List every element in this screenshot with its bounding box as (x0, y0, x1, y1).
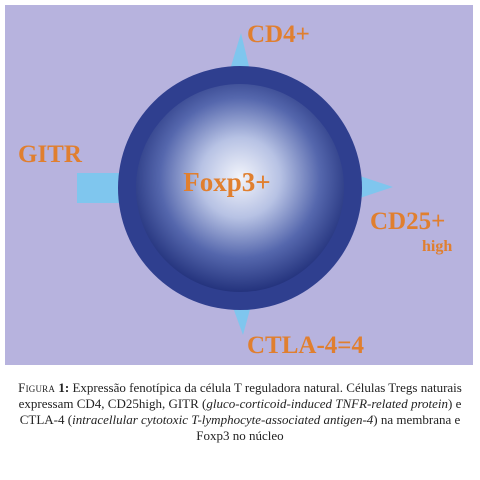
cd25-label: CD25+ (370, 208, 445, 235)
gitr-label: GITR (18, 141, 83, 168)
figure-caption: Figura 1: Expressão fenotípica da célula… (14, 380, 466, 444)
caption-italic-2: intracellular cytotoxic T-lymphocyte-ass… (72, 412, 374, 427)
caption-text-1: Expressão fenotípica da célula T regulad… (18, 380, 462, 411)
figure-panel: Foxp3+ CD4+ GITR CD25+ high CTLA-4=4 (5, 5, 473, 365)
caption-italic-1: gluco-corticoid-induced TNFR-related pro… (206, 396, 449, 411)
ctla4-label: CTLA-4=4 (247, 332, 365, 359)
cell-nucleus (136, 84, 344, 292)
nucleus-label: Foxp3+ (183, 167, 270, 197)
caption-figure-number: 1: (58, 380, 70, 395)
cd25-sub-label: high (422, 238, 452, 255)
caption-figure-label: Figura (18, 380, 56, 395)
gitr-receptor (77, 173, 125, 203)
cd4-label: CD4+ (247, 21, 310, 48)
caption-text-2: ) e CTLA-4 ( (19, 396, 462, 427)
treg-diagram: Foxp3+ CD4+ GITR CD25+ high CTLA-4=4 (18, 21, 452, 359)
caption-text-3: ) na membrana e Foxp3 no núcleo (196, 412, 461, 443)
